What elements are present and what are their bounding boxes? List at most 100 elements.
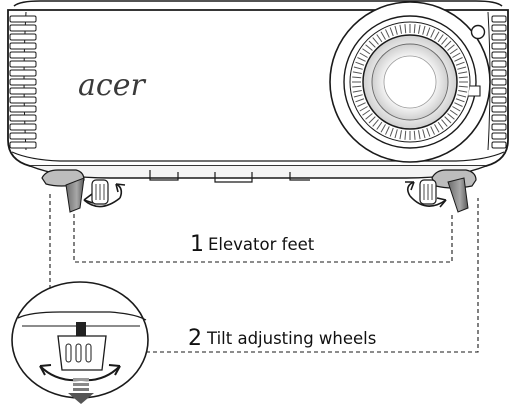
knurl-line bbox=[437, 34, 444, 43]
vent-slat bbox=[9, 96, 37, 104]
knurl-line bbox=[357, 102, 366, 107]
vent-slat bbox=[9, 132, 37, 140]
knurl-line bbox=[359, 52, 368, 58]
knurl-line bbox=[430, 126, 435, 135]
knurl-line bbox=[372, 37, 379, 45]
vent-slat bbox=[491, 141, 507, 149]
vent-slat bbox=[9, 78, 37, 86]
knurl-line bbox=[394, 25, 398, 35]
knurl-line bbox=[380, 124, 386, 133]
knurl-line bbox=[380, 31, 386, 40]
knurl-line bbox=[418, 130, 421, 140]
knurl-line bbox=[447, 113, 455, 120]
knurl-line bbox=[457, 94, 467, 98]
vent-slat bbox=[491, 24, 507, 32]
knurl-line bbox=[413, 130, 416, 140]
knurl-line bbox=[449, 48, 458, 55]
knurl-line bbox=[385, 29, 390, 38]
knurl-line bbox=[376, 34, 383, 43]
down-arrow-icon bbox=[68, 378, 94, 404]
vent-slat bbox=[491, 15, 507, 23]
vent-slat bbox=[491, 123, 507, 131]
knurl-line bbox=[352, 71, 362, 74]
knurl-line bbox=[353, 66, 363, 70]
knurl-line bbox=[362, 48, 371, 55]
knurl-line bbox=[422, 25, 426, 35]
knurl-line bbox=[455, 98, 465, 103]
knurl-line bbox=[458, 76, 468, 79]
vent-slat bbox=[9, 87, 37, 95]
vent-slat bbox=[491, 96, 507, 104]
callout-1-text: Elevator feet bbox=[208, 235, 315, 254]
vent-slat bbox=[491, 114, 507, 122]
knurl-line bbox=[452, 106, 461, 112]
vent-slat bbox=[491, 69, 507, 77]
left-vent-grille bbox=[9, 15, 37, 149]
knurl-line bbox=[441, 37, 448, 45]
knurl-line bbox=[430, 29, 435, 38]
knurl-line bbox=[352, 76, 362, 79]
knurl-line bbox=[365, 44, 373, 51]
vent-slat bbox=[9, 24, 37, 32]
knurl-line bbox=[422, 129, 426, 139]
knurl-line bbox=[449, 109, 458, 116]
callout-2-text: Tilt adjusting wheels bbox=[206, 329, 376, 348]
right-vent-grille bbox=[491, 15, 507, 149]
knurl-line bbox=[376, 121, 383, 130]
knurl-line bbox=[418, 24, 421, 34]
knurl-line bbox=[399, 24, 402, 34]
vent-slat bbox=[9, 69, 37, 77]
knurl-line bbox=[394, 129, 398, 139]
knurl-line bbox=[389, 127, 394, 137]
vent-slat bbox=[9, 33, 37, 41]
knurl-line bbox=[458, 90, 468, 93]
knurl-line bbox=[372, 119, 379, 127]
vent-slat bbox=[9, 114, 37, 122]
knurl-line bbox=[458, 71, 468, 74]
knurl-line bbox=[385, 126, 390, 135]
magnified-wheel-detail bbox=[11, 281, 149, 404]
knurl-line bbox=[426, 127, 431, 137]
callout-2-number: 2 bbox=[188, 326, 202, 351]
knurl-line bbox=[368, 40, 376, 48]
knurl-line bbox=[355, 61, 365, 66]
vent-slat bbox=[491, 42, 507, 50]
vent-slat bbox=[9, 60, 37, 68]
vent-slat bbox=[9, 42, 37, 50]
callout-2-label: 2 Tilt adjusting wheels bbox=[188, 326, 376, 351]
knurl-line bbox=[447, 44, 455, 51]
knurl-line bbox=[444, 116, 452, 124]
knurl-line bbox=[404, 130, 407, 140]
knurl-line bbox=[389, 27, 394, 37]
vent-slat bbox=[9, 105, 37, 113]
vent-slat bbox=[9, 51, 37, 59]
knurl-line bbox=[457, 66, 467, 70]
vent-slat bbox=[491, 132, 507, 140]
vent-slat bbox=[491, 87, 507, 95]
focus-ring-knurl bbox=[352, 24, 468, 140]
knurl-line bbox=[452, 52, 461, 58]
knurl-line bbox=[368, 116, 376, 124]
callout-1-label: 1 Elevator feet bbox=[190, 232, 315, 257]
vent-slat bbox=[9, 123, 37, 131]
knurl-line bbox=[454, 57, 463, 62]
knurl-line bbox=[365, 113, 373, 120]
knurl-line bbox=[437, 121, 444, 130]
knurl-line bbox=[357, 57, 366, 62]
knurl-line bbox=[454, 102, 463, 107]
left-tilt-wheel-icon bbox=[83, 179, 126, 208]
knurl-line bbox=[426, 27, 431, 37]
vent-slat bbox=[491, 78, 507, 86]
knurl-line bbox=[444, 40, 452, 48]
lens-assembly bbox=[329, 1, 491, 163]
knurl-line bbox=[399, 130, 402, 140]
knurl-line bbox=[434, 124, 440, 133]
vent-slat bbox=[491, 105, 507, 113]
vent-slat bbox=[9, 141, 37, 149]
knurl-line bbox=[413, 24, 416, 34]
knurl-line bbox=[434, 31, 440, 40]
callout-1-number: 1 bbox=[190, 232, 204, 257]
vent-slat bbox=[491, 33, 507, 41]
left-elevator-foot bbox=[41, 169, 85, 213]
